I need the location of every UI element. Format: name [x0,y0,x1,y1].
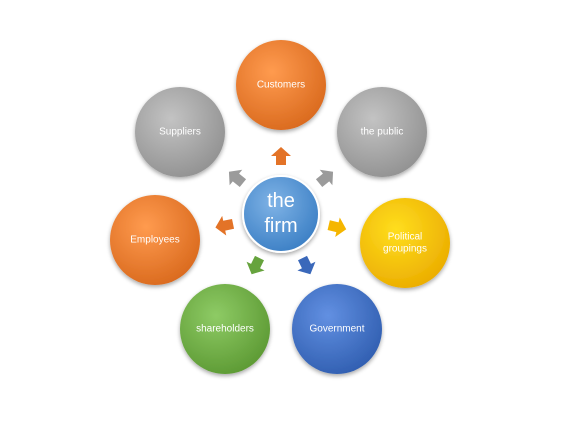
node-label-employees: Employees [130,235,179,246]
arrow-to-suppliers [228,169,247,188]
arrow-to-political-groupings [327,217,347,237]
node-label-government: Government [309,324,364,335]
node-circle-the-public [337,87,427,177]
arrow-to-government [297,255,316,275]
node-circle-customers [236,40,326,130]
arrow-to-customers [271,147,291,165]
center-label-line1: the [267,190,295,212]
node-shareholders: shareholders [180,284,270,374]
node-suppliers: Suppliers [135,87,225,177]
node-label-political-groupings-line1: Political [388,232,422,243]
node-label-the-public: the public [361,127,404,138]
nodes-layer: Customers the publicPoliticalgroupingsGov… [110,40,450,374]
node-circle-political-groupings [360,198,450,288]
node-label-suppliers: Suppliers [159,127,201,138]
center-label-line2: firm [264,215,297,237]
node-circle-shareholders [180,284,270,374]
node-the-public: the public [337,87,427,177]
node-label-shareholders: shareholders [196,324,254,335]
arrows-layer [215,147,347,275]
node-customers: Customers [236,40,326,130]
node-circle-employees [110,195,200,285]
node-circle-government [292,284,382,374]
node-circle-suppliers [135,87,225,177]
node-employees: Employees [110,195,200,285]
arrow-to-employees [215,215,235,236]
node-government: Government [292,284,382,374]
center-node: the firm [242,175,320,253]
center-circle [242,175,320,253]
node-label-political-groupings-line2: groupings [383,244,427,255]
node-label-customers: Customers [257,80,305,91]
arrow-to-shareholders [246,255,265,275]
arrow-to-the-public [315,169,334,188]
